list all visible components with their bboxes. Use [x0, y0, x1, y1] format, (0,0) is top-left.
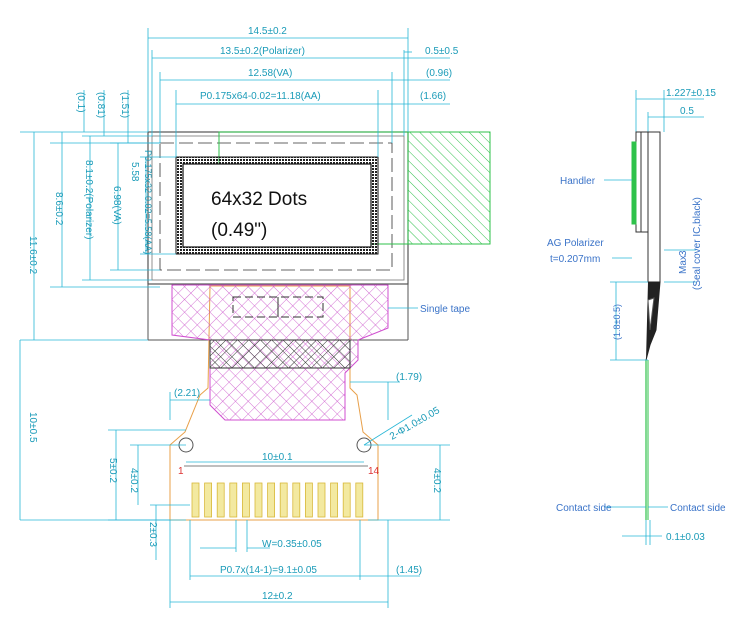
dimension-lines-top: [147, 28, 450, 157]
dim-right-05: 0.5±0.5: [425, 46, 459, 57]
dim-total-width: 14.5±0.2: [248, 26, 287, 37]
fpc-pin: [254, 482, 263, 518]
side-ag-polarizer-label: AG Polarizer: [547, 238, 604, 249]
display-text-dots: 64x32 Dots: [211, 189, 307, 210]
side-dim-05: 0.5: [680, 106, 694, 117]
side-ag-thickness-label: t=0.207mm: [550, 254, 600, 265]
fpc-pin: [304, 482, 313, 518]
fpc-pin: [317, 482, 326, 518]
dim-pin-width: W=0.35±0.05: [262, 539, 322, 550]
dim-fpc-width: 12±0.2: [262, 591, 293, 602]
pin-1-label: 1: [178, 466, 184, 477]
fpc-pin: [267, 482, 276, 518]
dim-hole-pitch: 10±0.1: [262, 452, 293, 463]
dim-aa-height-full: P0.175x32-0.02=5.58(AA): [143, 150, 153, 254]
dim-v-151: (1.51): [119, 92, 130, 118]
dim-right-145: (1.45): [396, 565, 422, 576]
side-max-label: Max: [678, 255, 689, 274]
active-area: [175, 156, 379, 255]
dim-right-179: (1.79): [396, 372, 422, 383]
side-handler-label: Handler: [560, 176, 596, 187]
dimension-lines-left: [19, 90, 176, 521]
dim-right-096: (0.96): [426, 68, 452, 79]
dimension-lines-bottom: [108, 381, 450, 608]
dim-polarizer-height: 8.6±0.2: [53, 192, 64, 226]
fpc-pin: [204, 482, 213, 518]
dim-pol-height2: 8.1±0.2(Polarizer): [83, 160, 94, 239]
dim-h-4-left: 4±0.2: [128, 468, 139, 493]
dim-va-height: 6.98(VA): [111, 186, 122, 225]
dim-total-height: 11.6±0.2: [27, 236, 38, 275]
dim-h-5: 5±0.2: [107, 458, 118, 483]
dim-aa-height: 5.58: [129, 162, 140, 182]
display-text-size: (0.49"): [211, 220, 267, 241]
dim-polarizer-width: 13.5±0.2(Polarizer): [220, 46, 305, 57]
dim-right-166: (1.66): [420, 91, 446, 102]
side-dim-bottom: 0.1±0.03: [666, 532, 705, 543]
green-hatch-area: [407, 131, 491, 245]
dim-pin-pitch: P0.7x(14-1)=9.1±0.05: [220, 565, 317, 576]
dim-left-221: (2.21): [174, 388, 200, 399]
dim-fpc-length: 10±0.5: [27, 412, 38, 443]
side-seal-label: (Seal cover IC,black): [692, 197, 703, 290]
dim-hole-diameter: 2-Φ1.0±0.05: [388, 405, 442, 443]
side-dim-small: (1.8±0.5): [612, 304, 622, 340]
fpc-pin: [330, 482, 339, 518]
ic-area: [209, 339, 351, 369]
fpc-pin: [342, 482, 351, 518]
pin-array: [191, 482, 364, 518]
tape-dashed-box: [232, 296, 324, 318]
side-dim-3: 3: [678, 250, 689, 256]
fpc-pin: [229, 482, 238, 518]
dim-h-2: 2±0.3: [147, 522, 158, 547]
dim-v-081: (0.81): [95, 92, 106, 118]
dim-va-width: 12.58(VA): [248, 68, 292, 79]
single-tape-label: Single tape: [420, 304, 470, 315]
fpc-pin: [292, 482, 301, 518]
fpc-pin: [241, 482, 250, 518]
fpc-pin: [216, 482, 225, 518]
side-dim-thickness: 1.227±0.15: [666, 88, 716, 99]
fpc-pin: [279, 482, 288, 518]
dim-h-4-right: 4±0.2: [431, 468, 442, 493]
fpc-pin: [355, 482, 364, 518]
pin-14-label: 14: [368, 466, 380, 477]
side-contact-right: Contact side: [670, 503, 726, 514]
fpc-pin: [191, 482, 200, 518]
dim-aa-width: P0.175x64-0.02=11.18(AA): [200, 91, 321, 102]
side-view: [604, 90, 704, 545]
dim-v-01: (0.1): [75, 92, 86, 113]
side-contact-left: Contact side: [556, 503, 612, 514]
